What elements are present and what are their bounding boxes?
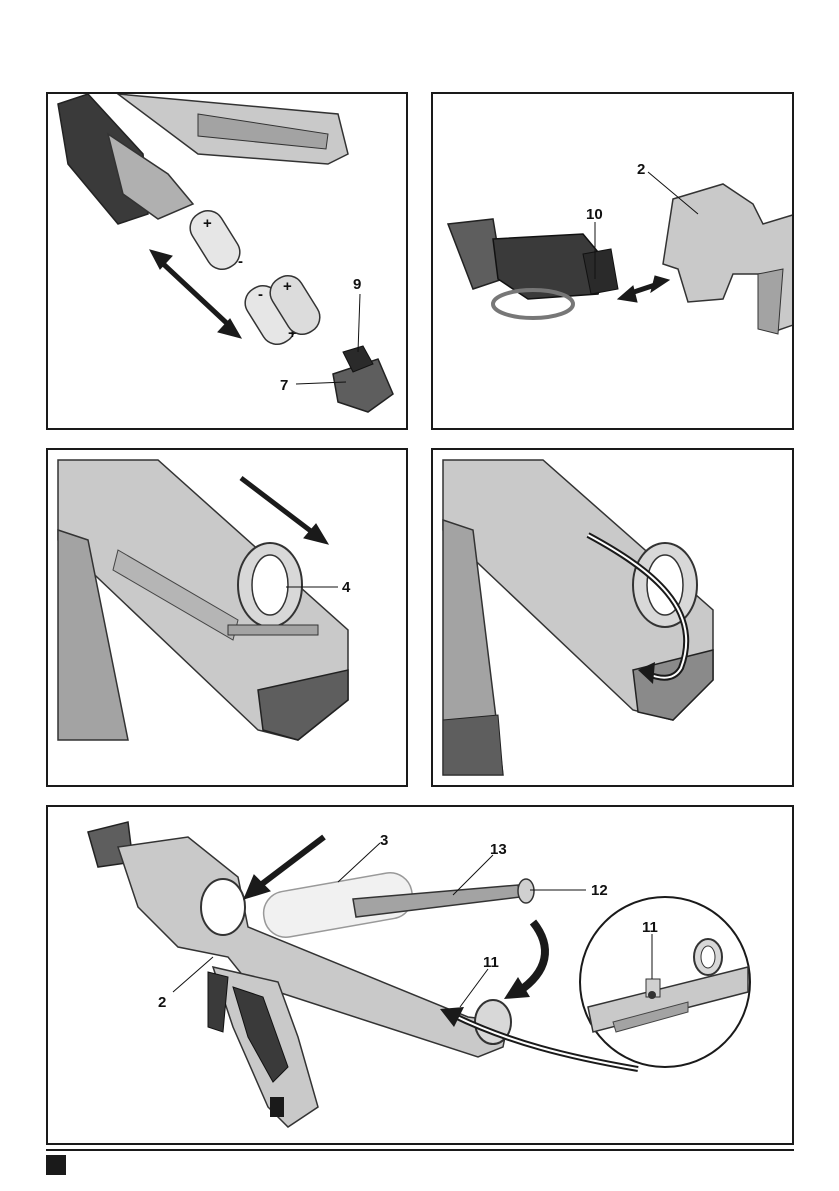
detail-guide-ring-hole [701, 946, 715, 968]
callout-13: 13 [490, 841, 507, 858]
battery-plus-mark: + [203, 215, 212, 232]
detail-magnifier [580, 897, 750, 1067]
slide-direction-arrow [241, 478, 328, 544]
callout-2: 2 [637, 161, 645, 178]
guide-ring-hole [252, 555, 288, 615]
callout-12: 12 [591, 882, 608, 899]
figure-panel-ring-rotation [431, 448, 794, 787]
callout-7: 7 [280, 377, 288, 394]
callout-2: 2 [158, 994, 166, 1011]
tool-leg-foot [443, 715, 503, 775]
handle-trigger [208, 972, 228, 1032]
battery-plus-mark: + [283, 278, 292, 295]
guide-ring-rear [201, 879, 245, 935]
connect-direction-arrow [618, 276, 669, 302]
rotate-direction-arrow [504, 922, 545, 999]
guide-ring-illustration: 4 [48, 450, 408, 787]
figure-panel-guide-ring: 4 [46, 448, 408, 787]
tool-main-body [118, 837, 508, 1057]
figure-panel-full-assembly: 3 13 12 11 2 11 [46, 805, 794, 1145]
battery-insertion-illustration: + - - + + 9 7 [48, 94, 408, 430]
tool-handle [758, 269, 783, 334]
leader-line [173, 957, 213, 992]
callout-9: 9 [353, 276, 361, 293]
figure-panel-battery-insertion: + - - + + 9 7 [46, 92, 408, 430]
battery-minus-mark: - [258, 286, 263, 303]
callout-3: 3 [380, 832, 388, 849]
battery-minus-mark: - [238, 253, 243, 270]
ring-rotation-illustration [433, 450, 794, 787]
full-assembly-illustration: 3 13 12 11 2 11 [48, 807, 794, 1145]
callout-10: 10 [586, 206, 603, 223]
rod-end-knob [518, 879, 534, 903]
battery-cell: + - [184, 205, 246, 276]
ring-base [228, 625, 318, 635]
figure-panel-head-attachment: 2 10 [431, 92, 794, 430]
callout-11: 11 [483, 954, 499, 971]
footer-rule [46, 1149, 794, 1151]
head-attachment-illustration: 2 10 [433, 94, 794, 430]
power-switch [270, 1097, 284, 1117]
footer-page-marker [46, 1155, 66, 1175]
callout-11-detail: 11 [642, 919, 658, 936]
detail-clip-pin [648, 991, 656, 999]
callout-4: 4 [342, 579, 351, 596]
leader-line [358, 294, 360, 352]
leader-line [460, 969, 488, 1007]
